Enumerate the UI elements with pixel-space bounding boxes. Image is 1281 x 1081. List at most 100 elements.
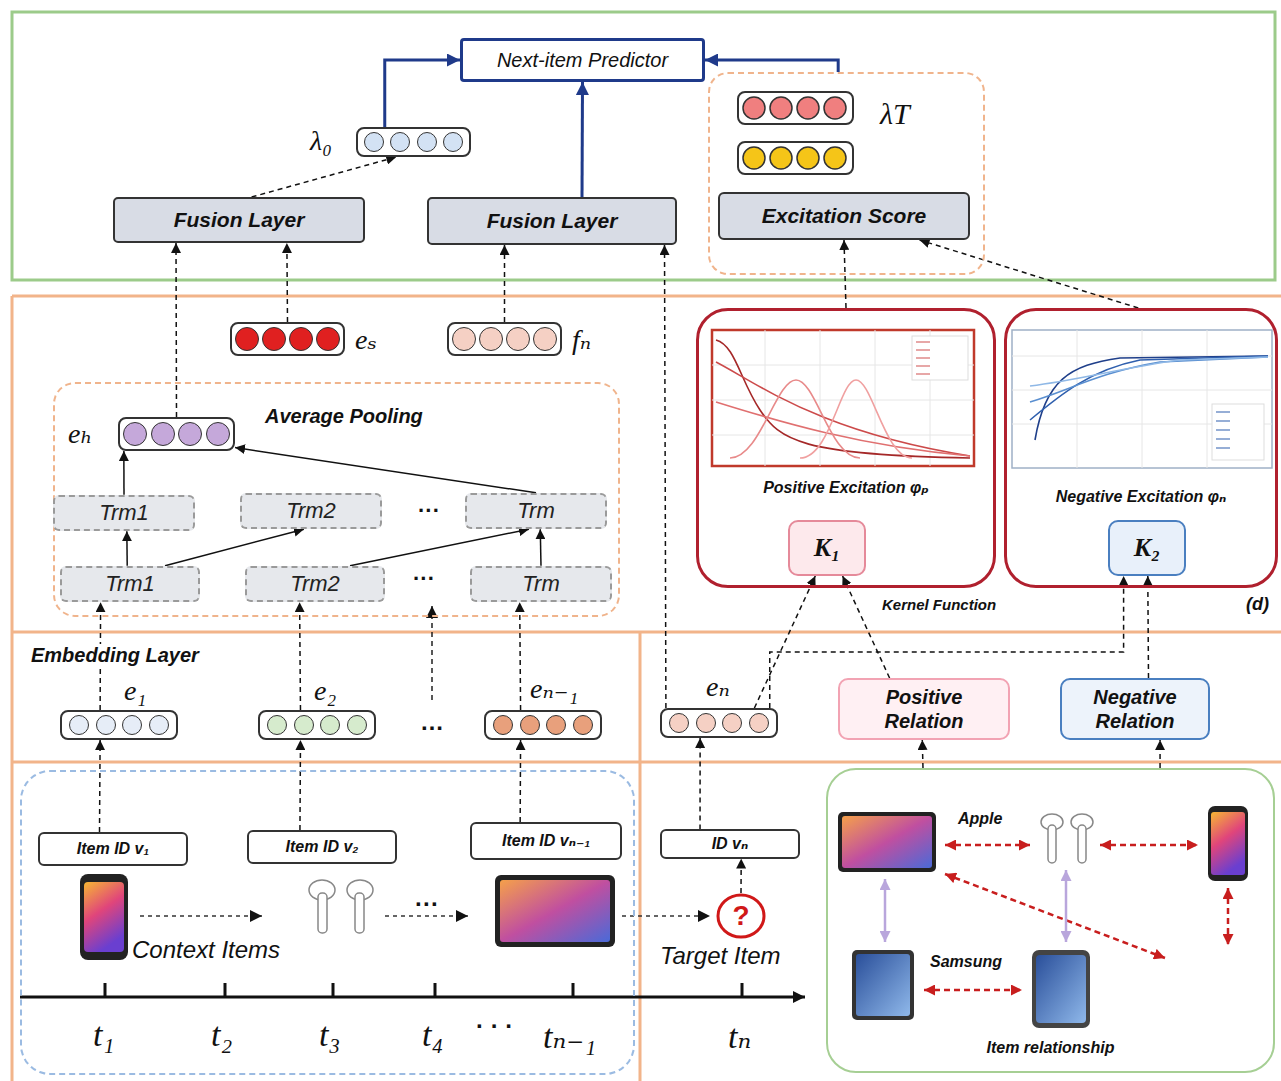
time-label: t₄ xyxy=(422,1016,443,1054)
vector-cell xyxy=(364,132,384,152)
phone-screen xyxy=(1211,812,1245,875)
node-label: Fusion Layer xyxy=(487,208,618,233)
vector-cell xyxy=(824,97,846,119)
vector-cell xyxy=(722,713,742,733)
transformer-block: Trm2 xyxy=(240,493,382,529)
time-label: t₁ xyxy=(93,1016,114,1054)
panel-border xyxy=(11,296,14,1081)
vector-cell xyxy=(96,715,116,735)
target-circle xyxy=(718,895,764,937)
transformer-block: Trm2 xyxy=(245,566,385,602)
node-label: Item relationship xyxy=(828,1038,1273,1057)
vector-cell xyxy=(452,327,476,351)
target-label: Target Item xyxy=(660,942,781,970)
vector-cell xyxy=(347,715,367,735)
node-label: Item ID vₙ₋₁ xyxy=(502,831,590,850)
chart-legend-lines xyxy=(916,342,930,374)
predictor-box: Next-item Predictor xyxy=(460,38,705,82)
flow-arrow xyxy=(519,740,521,822)
node-label: Trm2 xyxy=(286,498,336,524)
kernel-box: K₂ xyxy=(1108,520,1186,576)
node-label: Trm2 xyxy=(290,571,340,597)
positive-excitation-panel: Positive Excitation φₚK₁ xyxy=(696,308,996,588)
vector-cells xyxy=(62,712,176,738)
tablet-screen xyxy=(842,816,932,868)
vector-cell xyxy=(289,327,313,351)
excitation-group: λTExcitation Score xyxy=(708,72,985,275)
vector-cell xyxy=(824,147,846,169)
vector-cells xyxy=(486,712,600,738)
node-label: eₛ xyxy=(355,323,377,357)
embedding-vector: eₙ xyxy=(660,708,778,738)
chart-curve xyxy=(1030,357,1268,402)
vector-cell xyxy=(149,715,169,735)
flow-arrow xyxy=(922,740,924,768)
flow-arrow xyxy=(350,529,529,566)
node-label: e₁ xyxy=(124,674,146,708)
vector-cell xyxy=(743,97,765,119)
main-flow-arrow xyxy=(385,60,460,127)
sequence-arrow xyxy=(622,915,710,917)
ellipsis: ··· xyxy=(415,890,439,918)
panel-border xyxy=(639,632,642,1081)
flow-arrow xyxy=(235,448,536,493)
ellipsis: ··· xyxy=(413,566,435,592)
phone-icon xyxy=(80,874,128,960)
node-label: Average Pooling xyxy=(265,404,423,428)
brand-label: Apple xyxy=(958,810,1002,828)
vector-cell xyxy=(390,132,410,152)
positive-relation-box: Positive Relation xyxy=(838,678,1010,740)
time-label: tₙ₋₁ xyxy=(543,1016,596,1056)
node-label: Next-item Predictor xyxy=(497,48,668,72)
flow-arrow xyxy=(431,606,432,700)
chart-legend-box xyxy=(912,336,968,380)
target-marker: ? xyxy=(716,893,766,939)
item-relationship-group: Item relationship xyxy=(826,768,1275,1073)
transformer-group: Average PoolingeₕTrm1Trm2TrmTrm1Trm2Trm xyxy=(53,382,620,617)
ellipsis: · · · xyxy=(476,1012,513,1040)
relation-arrow xyxy=(1227,888,1230,945)
flow-arrow xyxy=(699,738,701,829)
panel-tag: (d) xyxy=(1246,594,1269,615)
vector-cell xyxy=(797,97,819,119)
time-label: tₙ xyxy=(728,1016,751,1056)
earbud-icon xyxy=(355,893,364,933)
chart-curve xyxy=(716,402,970,456)
flow-arrow xyxy=(843,576,890,678)
embedding-vector: e₂ xyxy=(258,710,376,740)
relation-arrow xyxy=(924,989,1022,992)
node-label: Context Items xyxy=(132,936,280,965)
phone-screen xyxy=(1036,955,1086,1023)
phone-icon xyxy=(1208,806,1248,881)
edge-note: Kernel Function xyxy=(882,596,996,613)
node-label: Positive Relation xyxy=(864,685,984,733)
transformer-block: Trm1 xyxy=(60,566,200,602)
node-label: fₙ xyxy=(572,323,591,357)
vector-cell xyxy=(506,327,530,351)
transformer-block: Trm1 xyxy=(53,495,195,531)
flow-arrow xyxy=(165,529,304,566)
fusion-layer-box: Fusion Layer xyxy=(113,197,365,243)
vector-cell xyxy=(770,97,792,119)
node-label: Trm xyxy=(522,571,559,597)
transformer-block: Trm xyxy=(470,566,612,602)
chart-frame xyxy=(1012,330,1272,468)
tablet-icon xyxy=(495,875,615,947)
vector-cell xyxy=(479,327,503,351)
negative-excitation-panel: Negative Excitation φₙK₂ xyxy=(1004,308,1278,588)
vector-cell xyxy=(316,327,340,351)
weight-vector: λ₀ xyxy=(356,127,471,157)
vector-cell xyxy=(770,147,792,169)
node-label: ID vₙ xyxy=(712,834,749,853)
vector-cell xyxy=(417,132,437,152)
phone-icon xyxy=(1032,950,1090,1028)
excitation-score-box: Excitation Score xyxy=(718,192,970,240)
vector-cell xyxy=(743,147,765,169)
flow-arrow xyxy=(299,740,301,830)
relation-arrow xyxy=(884,879,887,942)
embedding-vector: fₙ xyxy=(447,322,562,356)
chart-curve xyxy=(1030,357,1268,386)
score-vector xyxy=(738,142,853,174)
time-ticks xyxy=(105,983,742,997)
